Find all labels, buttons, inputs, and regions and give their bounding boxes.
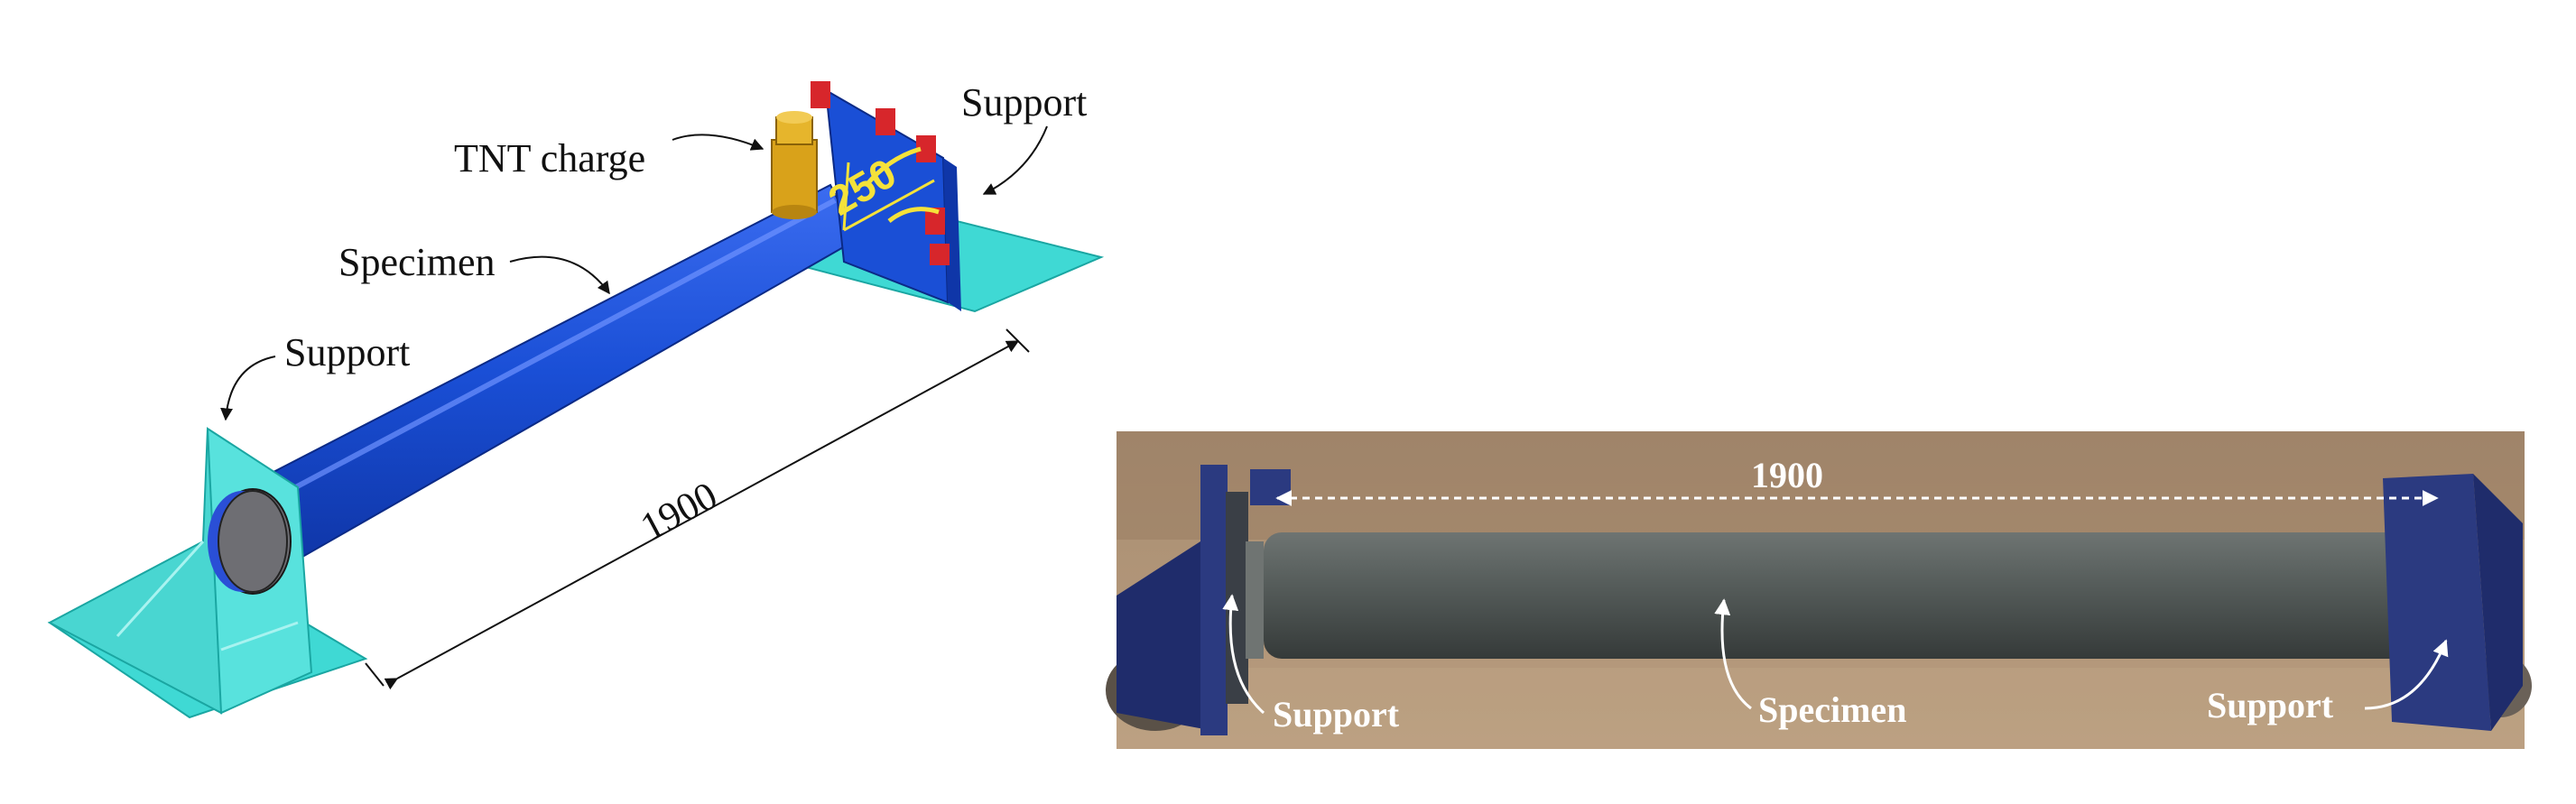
test-photo: 1900 Support Specimen Support — [1106, 431, 2532, 749]
specimen-label: Specimen — [338, 240, 496, 284]
photo-specimen-label: Specimen — [1758, 689, 1906, 730]
tnt-charge — [771, 111, 818, 219]
photo-left-support — [1117, 541, 1214, 731]
support-top-label: Support — [961, 80, 1087, 125]
photo-support-left-label: Support — [1273, 694, 1400, 735]
tnt-charge-label: TNT charge — [454, 136, 645, 180]
support-left-label: Support — [284, 330, 410, 374]
photo-support-right-label: Support — [2207, 685, 2334, 725]
clamps — [811, 81, 950, 265]
length-dim-label: 1900 — [634, 473, 725, 550]
cad-model: 250 1900 TNT charge Support Specimen Sup… — [47, 80, 1105, 719]
photo-right-support — [2383, 474, 2491, 731]
photo-length-label: 1900 — [1751, 455, 1823, 495]
photo-specimen-pipe — [1264, 532, 2455, 659]
